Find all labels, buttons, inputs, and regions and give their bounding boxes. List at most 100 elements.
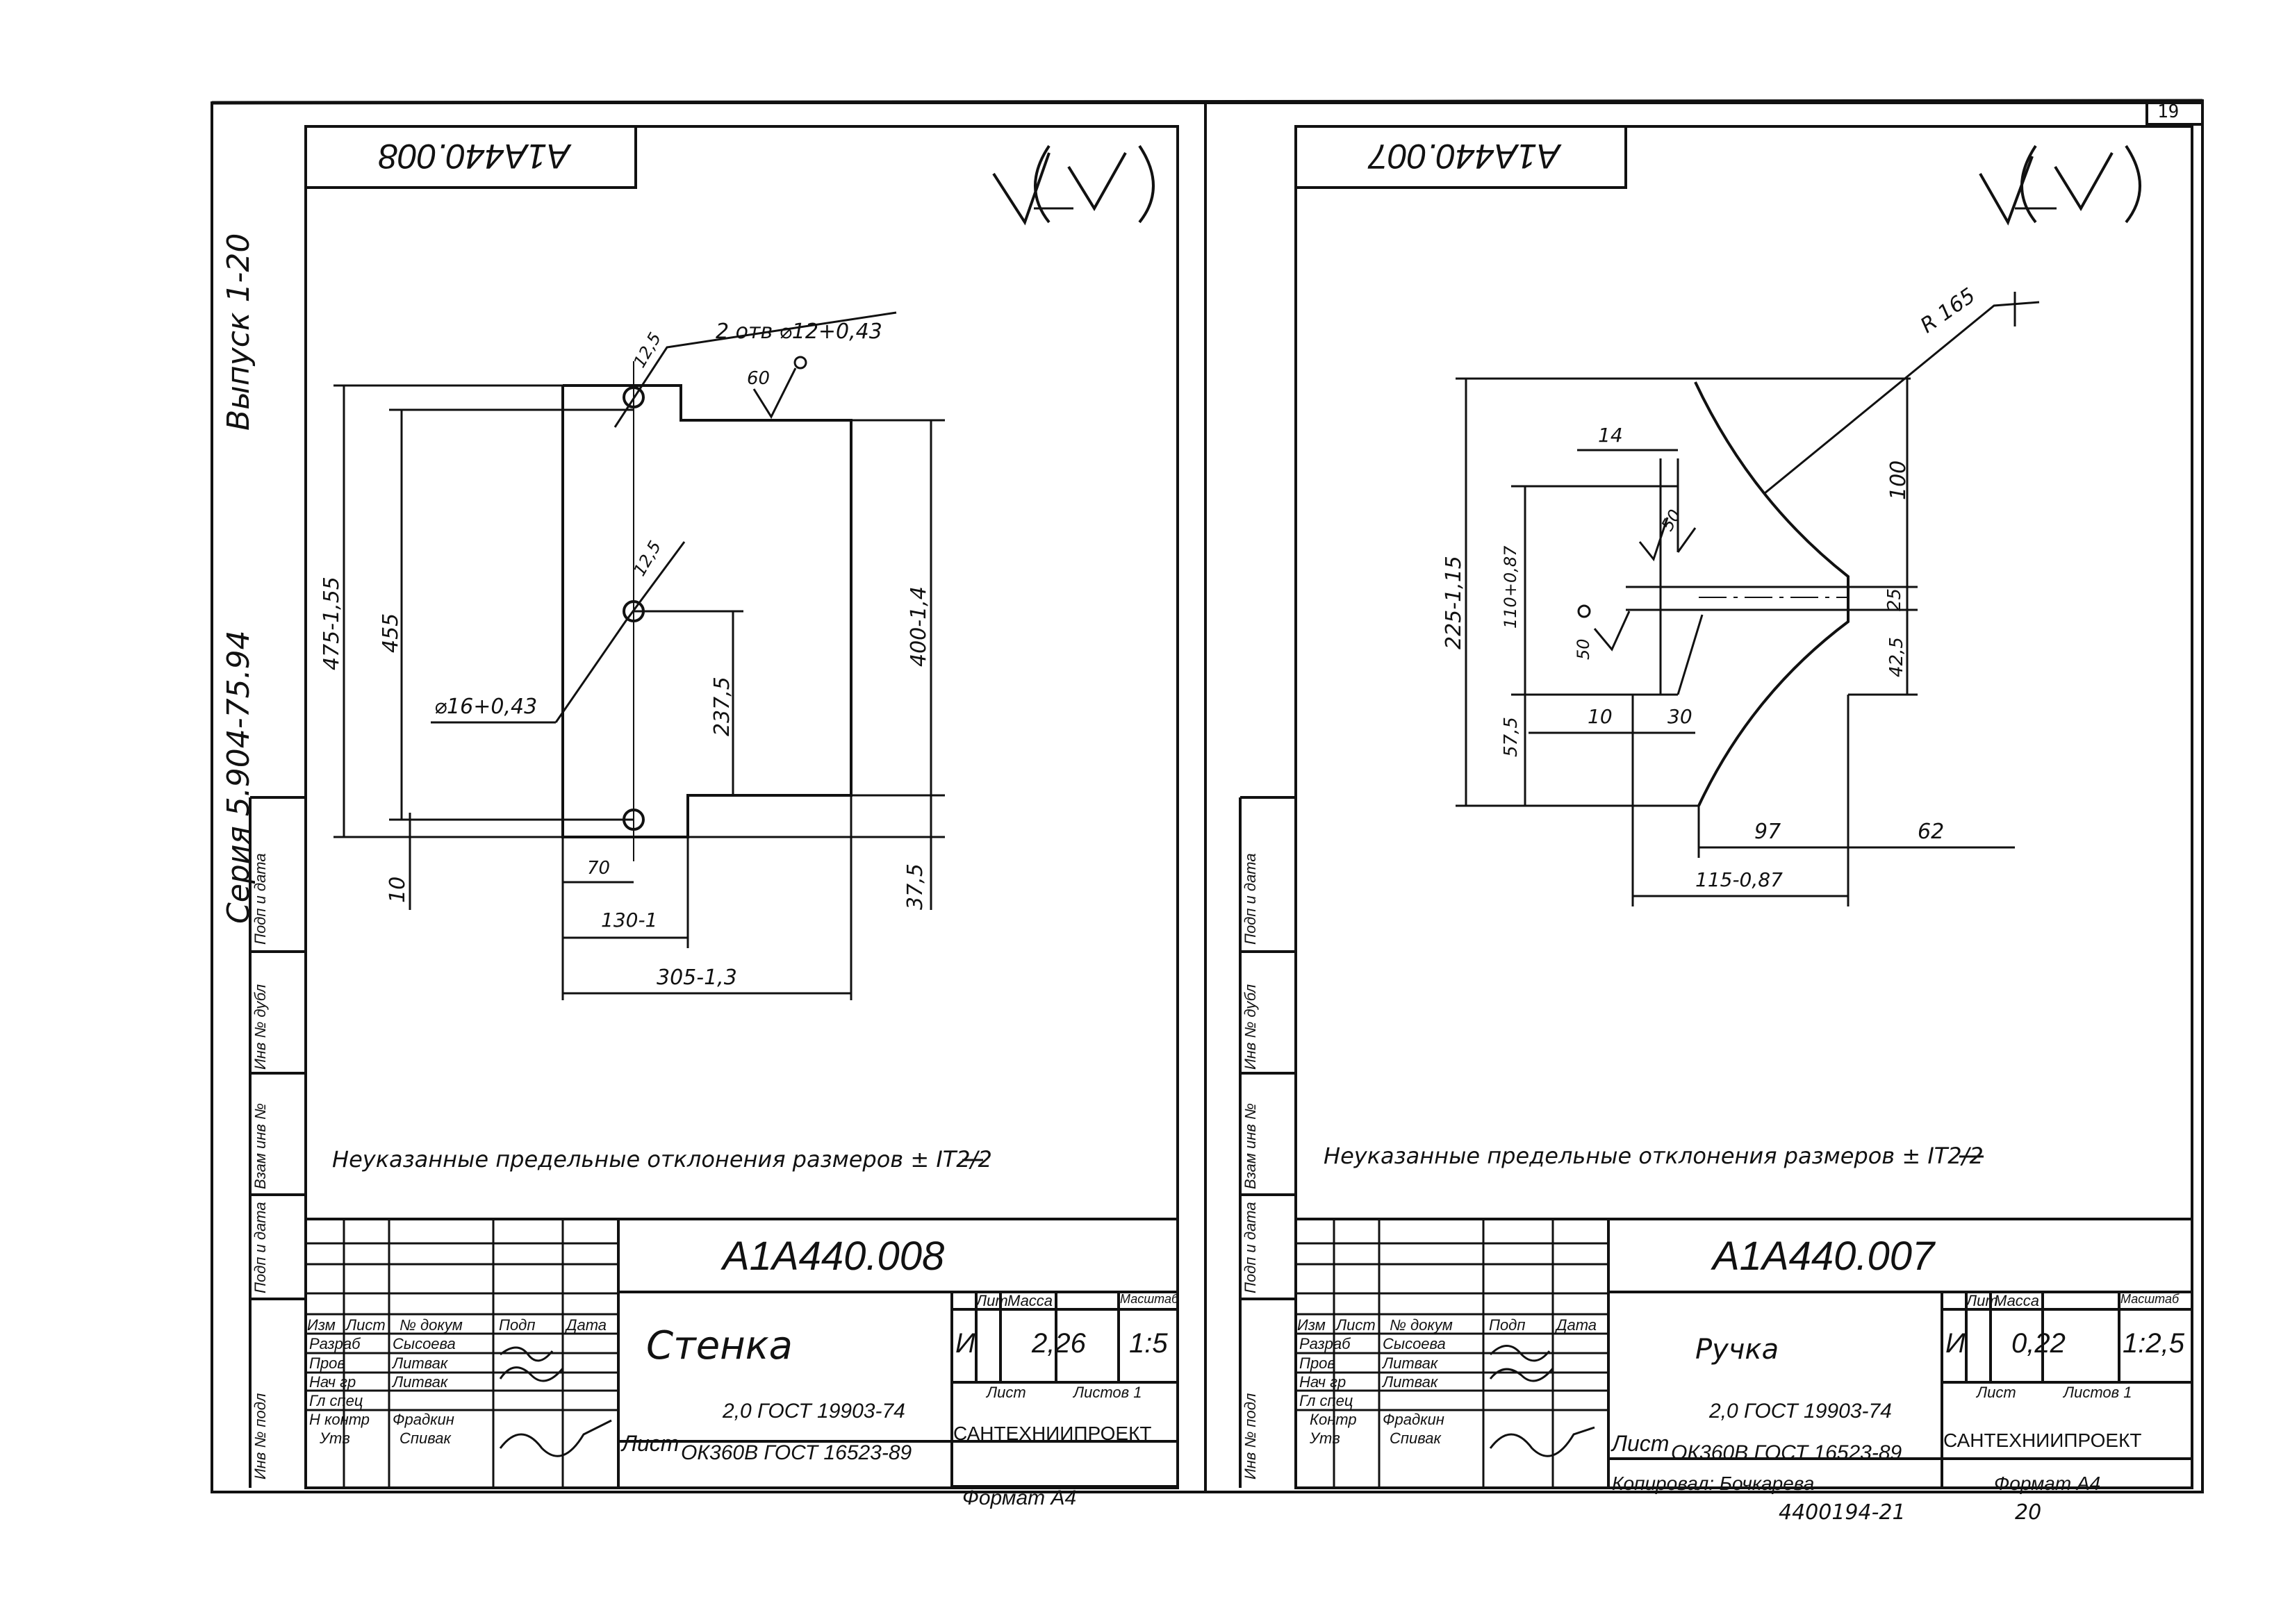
right-tb-name-6: Спивак <box>1390 1430 1441 1447</box>
left-dim-2375: 237,5 <box>710 677 734 736</box>
right-dim-10: 10 <box>1588 705 1613 728</box>
left-tb-code: А1А440.008 <box>723 1234 945 1279</box>
right-notes: Неуказанные предельные отклонения размер… <box>1324 1143 1984 1169</box>
left-tb-sheets-hdr: Листов 1 <box>1073 1384 1142 1401</box>
margin-cell-right-1: Подп и дата <box>1242 853 1259 945</box>
left-tb-role-5: Н контр <box>309 1411 370 1428</box>
left-tb-lit: И <box>955 1328 975 1359</box>
left-dim-130: 130-1 <box>601 909 658 931</box>
left-tb-name: Стенка <box>646 1323 793 1368</box>
margin-cell-right-2: Инв № дубл <box>1242 984 1259 1070</box>
right-dim-97: 97 <box>1754 820 1781 844</box>
left-tb-name-6: Спивак <box>399 1430 451 1447</box>
right-dim-225: 225-1,15 <box>1442 556 1466 649</box>
left-tb-h-izm: Изм <box>307 1316 336 1334</box>
right-tb-h-date: Дата <box>1556 1316 1597 1334</box>
left-tb-role-1: Разраб <box>309 1335 361 1352</box>
issue-label: Выпуск 1-20 <box>221 233 256 431</box>
right-dim-14: 14 <box>1598 424 1623 447</box>
right-dim-100: 100 <box>1886 460 1911 500</box>
left-tb-mat-bot: ОК360В ГОСТ 16523-89 <box>681 1441 912 1464</box>
right-tb-mat-bot: ОК360В ГОСТ 16523-89 <box>1671 1441 1902 1464</box>
left-tb-list-label: Лист <box>622 1431 679 1456</box>
left-tb-role-2: Пров <box>309 1354 345 1372</box>
margin-cell-left-4: Подп и дата <box>252 1202 269 1293</box>
right-rough-50b: 50 <box>1574 638 1593 660</box>
left-stamp-code: A1A440.008 <box>379 137 570 176</box>
right-tb-sheets-hdr: Листов 1 <box>2064 1384 2132 1401</box>
sheet-number: 19 <box>2157 101 2180 122</box>
left-tb-role-4: Гл спец <box>309 1392 363 1409</box>
right-tb-role-6: Утв <box>1310 1430 1340 1447</box>
margin-cell-left-3: Взам инв № <box>252 1103 269 1189</box>
right-stamp-code: A1A440.007 <box>1369 137 1560 176</box>
left-tb-name-1: Сысоева <box>393 1335 456 1352</box>
right-tb-code: А1А440.007 <box>1713 1234 1935 1279</box>
right-tb-role-2: Пров <box>1299 1354 1335 1372</box>
left-tb-mass: 2,26 <box>1032 1328 1086 1359</box>
right-tb-list-label: Лист <box>1612 1431 1670 1456</box>
right-tb-org: САНТЕХНИИПРОЕКТ <box>1943 1430 2142 1451</box>
margin-cell-left-5: Инв № подл <box>252 1393 269 1480</box>
right-tb-h-podp: Подп <box>1489 1316 1526 1334</box>
margin-cell-left-2: Инв № дубл <box>252 984 269 1070</box>
right-tb-lit: И <box>1945 1328 1966 1359</box>
left-dim-475: 475-1,55 <box>320 577 344 670</box>
left-rough-60: 60 <box>747 368 771 389</box>
right-tb-scale: 1:2,5 <box>2123 1328 2184 1359</box>
right-dim-425: 42,5 <box>1886 637 1907 677</box>
margin-cell-left-1: Подп и дата <box>252 853 269 945</box>
left-tb-format: Формат А4 <box>962 1486 1077 1509</box>
left-dim-holes: 2 отв ⌀12+0,43 <box>716 320 882 344</box>
right-tb-h-list: Лист <box>1336 1316 1376 1334</box>
bottom-num: 20 <box>2015 1500 2042 1525</box>
right-tb-name-2: Литвак <box>1383 1354 1438 1372</box>
right-tb-name-3: Литвак <box>1383 1373 1438 1391</box>
left-tb-mat-top: 2,0 ГОСТ 19903-74 <box>723 1400 905 1423</box>
left-tb-scale: 1:5 <box>1129 1328 1168 1359</box>
right-tb-sheet-hdr: Лист <box>1977 1384 2016 1401</box>
right-tb-h-doc: № докум <box>1390 1316 1453 1334</box>
right-tb-role-5: Контр <box>1310 1411 1357 1428</box>
left-tb-org: САНТЕХНИИПРОЕКТ <box>953 1423 1152 1444</box>
right-tb-mass-hdr: Масса <box>1994 1292 2040 1309</box>
right-tb-mass: 0,22 <box>2011 1328 2066 1359</box>
right-tb-lit-hdr: Лит <box>1966 1292 1998 1309</box>
left-tb-h-podp: Подп <box>499 1316 536 1334</box>
left-tb-role-6: Утв <box>320 1430 350 1447</box>
right-tb-role-3: Нач гр <box>1299 1373 1346 1391</box>
right-tb-name: Ручка <box>1695 1334 1779 1366</box>
bottom-code: 4400194-21 <box>1779 1500 1906 1525</box>
right-dim-25: 25 <box>1884 588 1905 611</box>
right-tb-name-5: Фрадкин <box>1383 1411 1444 1428</box>
left-tb-h-list: Лист <box>346 1316 386 1334</box>
left-tb-role-3: Нач гр <box>309 1373 356 1391</box>
right-tb-scale-hdr: Масштаб <box>2120 1292 2180 1306</box>
right-tb-copied: Копировал: Бочкарева <box>1612 1473 1815 1494</box>
left-tb-sheet-hdr: Лист <box>987 1384 1026 1401</box>
right-dim-110: 110+0,87 <box>1501 545 1520 629</box>
right-tb-role-1: Разраб <box>1299 1335 1351 1352</box>
right-dim-115: 115-0,87 <box>1695 868 1783 891</box>
right-tb-format: Формат А4 <box>1994 1473 2101 1494</box>
left-tb-h-date: Дата <box>566 1316 607 1334</box>
margin-cell-right-3: Взам инв № <box>1242 1103 1259 1189</box>
margin-cell-right-5: Инв № подл <box>1242 1393 1259 1480</box>
right-dim-30: 30 <box>1667 705 1692 728</box>
left-notes: Неуказанные предельные отклонения размер… <box>332 1146 992 1173</box>
right-tb-h-izm: Изм <box>1297 1316 1326 1334</box>
left-dim-400: 400-1,4 <box>907 586 931 667</box>
left-dim-d16: ⌀16+0,43 <box>434 695 538 719</box>
right-tb-role-4: Гл спец <box>1299 1392 1353 1409</box>
left-dim-375: 37,5 <box>903 863 928 910</box>
left-tb-scale-hdr: Масштаб <box>1120 1292 1179 1306</box>
right-dim-575: 57,5 <box>1501 717 1522 757</box>
right-dim-62: 62 <box>1918 820 1945 844</box>
left-tb-name-2: Литвак <box>393 1354 448 1372</box>
left-tb-name-5: Фрадкин <box>393 1411 454 1428</box>
left-dim-70: 70 <box>587 858 611 879</box>
left-dim-10: 10 <box>386 876 410 903</box>
margin-cell-right-4: Подп и дата <box>1242 1202 1259 1293</box>
left-tb-name-3: Литвак <box>393 1373 448 1391</box>
